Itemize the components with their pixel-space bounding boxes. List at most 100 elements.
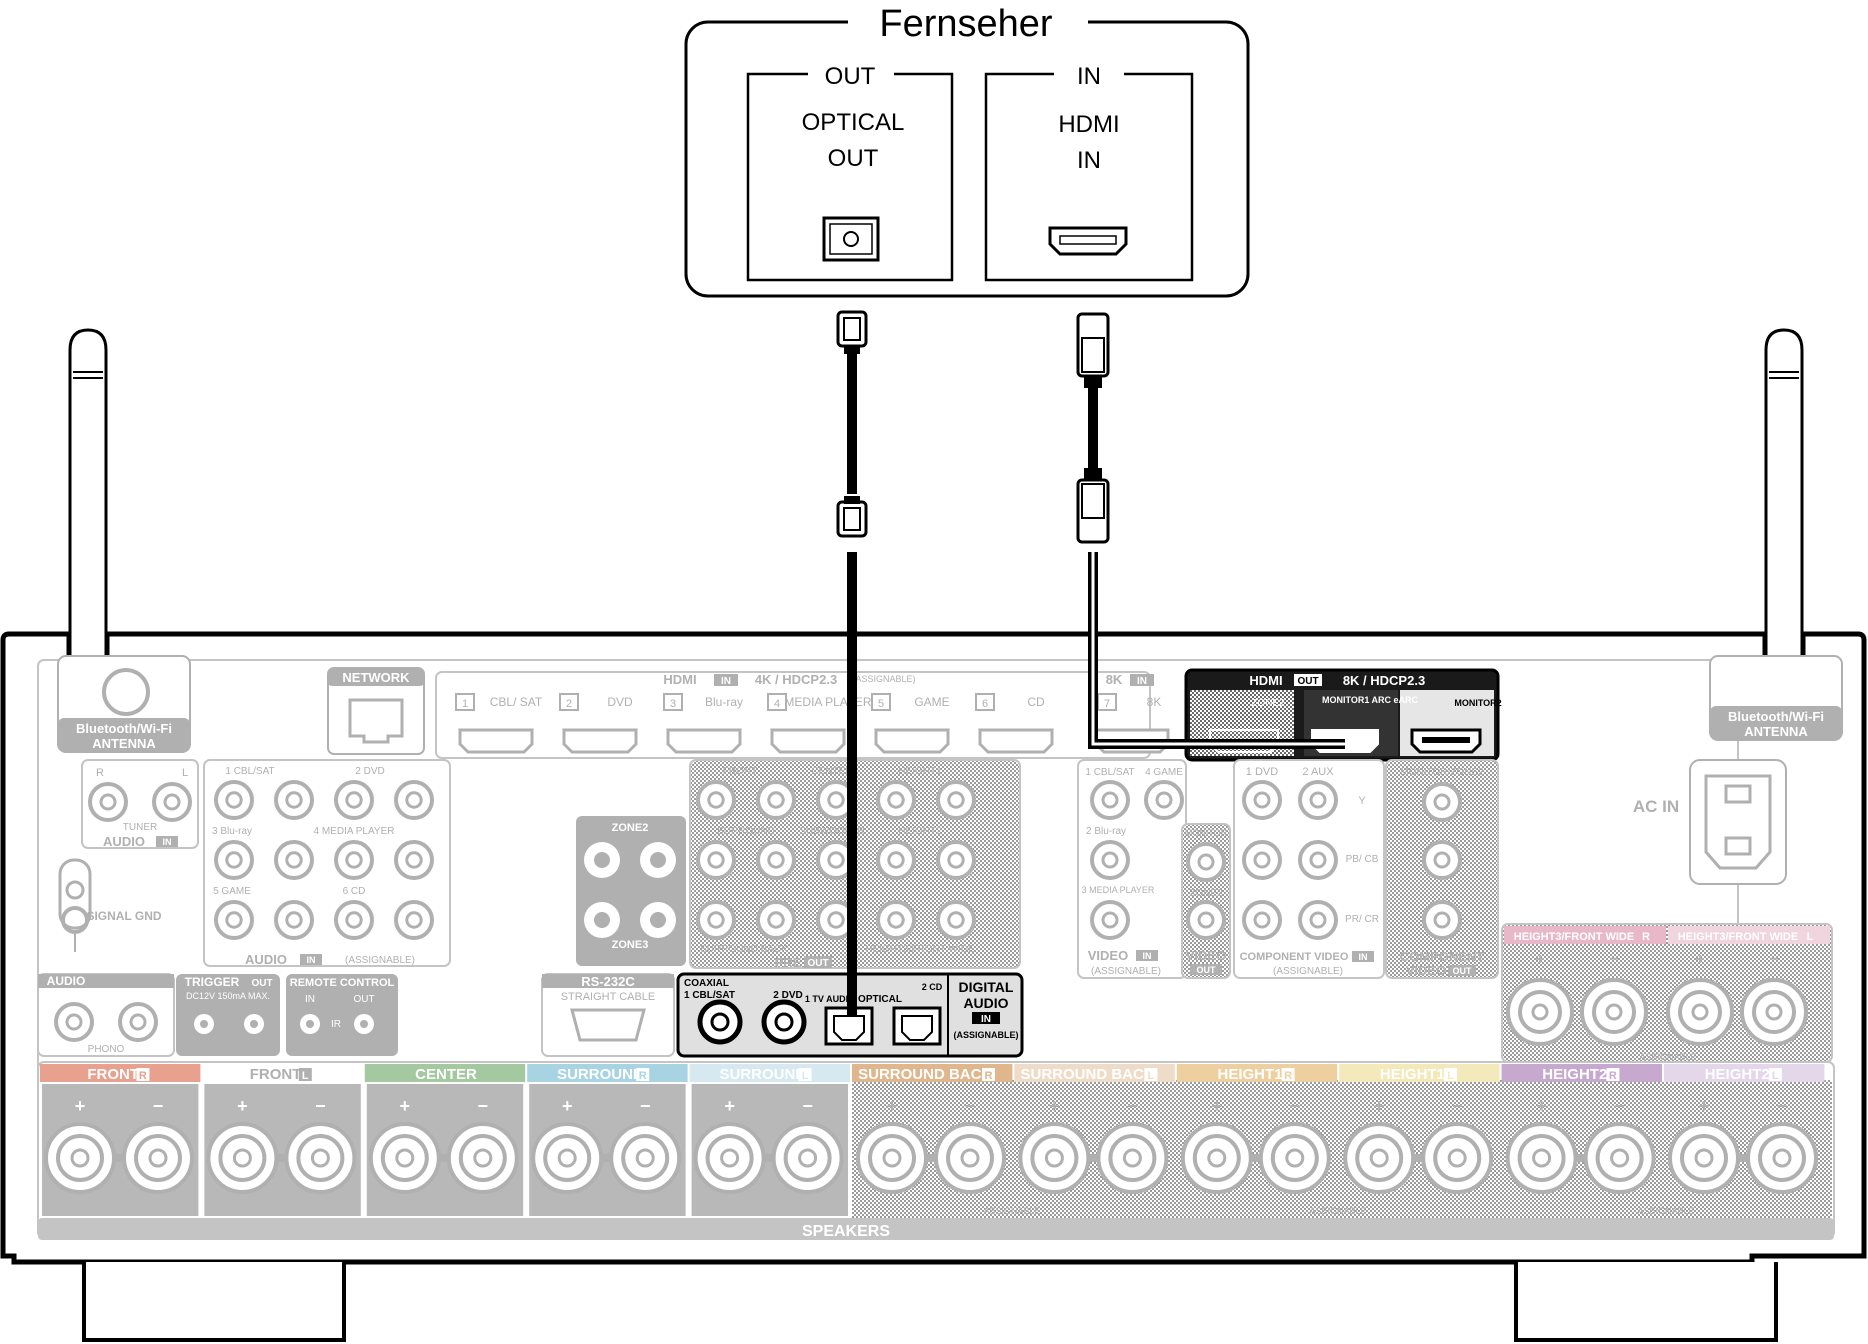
- hdmi-8k-badge: IN: [1137, 676, 1147, 687]
- component-in-assignable: (ASSIGNABLE): [1273, 966, 1343, 977]
- post-polarity: +: [1212, 1096, 1223, 1116]
- post-polarity: +: [562, 1096, 573, 1116]
- component-in-block: 1 DVD 2 AUX Y PB/ CB PR/ CR COMPONENT VI…: [1233, 759, 1385, 979]
- hdmi-8k-num: 7: [1104, 698, 1110, 710]
- speaker-channel: SURROUND L+−: [689, 1064, 850, 1216]
- video-in-4: 4 GAME: [1145, 767, 1183, 778]
- speakers-assignable-3: ASSIGNABLE: [1637, 1206, 1694, 1216]
- audio-in-jack: [274, 780, 314, 820]
- post-polarity: −: [315, 1096, 326, 1116]
- hdmi-input-num: 2: [566, 698, 572, 710]
- tv-audio-label: 1 TV AUDIO: [805, 994, 855, 1004]
- post-polarity: +: [1049, 1096, 1060, 1116]
- zone-rca-block: ZONE2 ZONE3: [576, 816, 686, 966]
- hdmi-port-icon: [1048, 226, 1128, 256]
- post-polarity: +: [1695, 951, 1704, 968]
- trigger-badge: OUT: [251, 978, 272, 989]
- component-pb: PB/ CB: [1346, 854, 1379, 865]
- post-polarity: −: [1614, 1096, 1625, 1116]
- audio-in-block: AUDIO IN (ASSIGNABLE): [203, 759, 451, 967]
- straight-cable-label: STRAIGHT CABLE: [561, 991, 656, 1003]
- pre-out-channel-label: SURROUND BACK: [700, 944, 788, 955]
- zone2-out-label: ZONE2: [1251, 698, 1285, 709]
- phono-block: AUDIO PHONO: [37, 973, 175, 1057]
- post-polarity: +: [887, 1096, 898, 1116]
- monitor2-label: MONITOR2: [1454, 698, 1501, 708]
- optical-port-icon: [822, 216, 880, 262]
- remote-in: IN: [305, 994, 315, 1005]
- optical-label: OPTICAL: [858, 994, 902, 1005]
- post-polarity: +: [75, 1096, 86, 1116]
- coax1-jack: [697, 999, 743, 1045]
- video-in-1: 1 CBL/SAT: [1085, 767, 1134, 778]
- speaker-channel-side: R: [1284, 1070, 1292, 1082]
- trigger-label: TRIGGER: [185, 975, 240, 989]
- speaker-channel-name: HEIGHT2: [1542, 1066, 1607, 1083]
- post-polarity: −: [802, 1096, 813, 1116]
- cd-label: 2 CD: [922, 982, 943, 992]
- pre-out-jack: [756, 900, 796, 940]
- monitor1-label: MONITOR1 ARC eARC: [1322, 695, 1419, 705]
- speakers-label: SPEAKERS: [802, 1223, 890, 1240]
- pre-out-jack: [936, 780, 976, 820]
- speaker-channel: SURROUND R+−: [527, 1064, 688, 1216]
- video-in-3: 3 MEDIA PLAYER: [1082, 885, 1155, 895]
- hdmi-input-name: Blu-ray: [705, 695, 743, 709]
- audio-in-input-label: 5 GAME: [213, 886, 251, 897]
- pre-out-jack: [936, 840, 976, 880]
- pre-out-channel-label: FRONT: [723, 766, 757, 777]
- tv-box: Fernseher OUT OPTICAL OUT IN HDMI IN: [684, 3, 1250, 298]
- component-in-2: 2 AUX: [1302, 766, 1334, 778]
- pre-out-jack: [816, 900, 856, 940]
- tv-hdmi-label: HDMI: [1058, 111, 1119, 138]
- speaker-channel-name: CENTER: [415, 1066, 477, 1083]
- speaker-channels: FRONT R+−FRONT L+−CENTER+−SURROUND R+−SU…: [40, 1064, 1825, 1216]
- antenna-label-right-2: ANTENNA: [1744, 724, 1808, 739]
- speaker-channel: CENTER+−: [364, 1064, 526, 1216]
- rs232c-label: RS-232C: [581, 974, 635, 989]
- video-in-badge: IN: [1143, 951, 1152, 961]
- video-out-zone2: ZONE2: [1189, 888, 1223, 899]
- svg-text:R: R: [96, 767, 104, 779]
- coax1-label: 1 CBL/SAT: [684, 990, 735, 1001]
- audio-in-jack: [214, 840, 254, 880]
- post-polarity: +: [1536, 1096, 1547, 1116]
- hdmi-8k-header: 8K: [1106, 672, 1123, 687]
- speaker-channel-name: FRONT: [87, 1066, 139, 1083]
- zone2-rca-label: ZONE2: [612, 822, 649, 834]
- height3-post: −: [1740, 951, 1808, 1046]
- hdmi-input-name: CD: [1027, 695, 1045, 709]
- speaker-channel: FRONT L+−: [202, 1064, 363, 1216]
- tv-optical-label: OPTICAL: [802, 109, 905, 136]
- trigger-block: TRIGGER OUT DC12V 150mA MAX.: [176, 974, 280, 1056]
- speakers-assignable-1: ASSIGNABLE: [983, 1206, 1040, 1216]
- height3-post: +: [1666, 951, 1734, 1046]
- audio-in-jack: [394, 780, 434, 820]
- tv-hdmi-label-2: IN: [1077, 147, 1101, 174]
- tv-out-label: OUT: [825, 63, 876, 90]
- post-polarity: −: [153, 1096, 164, 1116]
- speaker-channel-side: R: [139, 1070, 147, 1082]
- tv-optical-label-2: OUT: [828, 145, 879, 172]
- pre-out-channel-label: HEIGHT3/FRONT WIDE: [865, 944, 975, 955]
- audio-in-input-label: 4 MEDIA PLAYER: [314, 826, 395, 837]
- pre-out-channel-label: SUBWOOFER: [799, 826, 865, 837]
- phono-audio-label: AUDIO: [47, 974, 86, 988]
- audio-in-jack: [274, 900, 314, 940]
- pre-out-channel-label: HEIGHT2: [898, 826, 942, 837]
- speaker-channel-name: SURROUND: [719, 1066, 806, 1083]
- audio-in-assignable: (ASSIGNABLE): [345, 955, 415, 966]
- video-out-badge: OUT: [1197, 965, 1217, 975]
- height3-l-side: L: [1807, 931, 1814, 943]
- pre-out-channel-label: CENTER: [811, 766, 852, 777]
- hdmi-in-assignable: (ASSIGNABLE): [852, 674, 915, 684]
- speaker-channel-name: SURROUND BACK: [1021, 1066, 1155, 1083]
- height3-r-label: HEIGHT3/FRONT WIDE: [1514, 931, 1634, 943]
- network-label: NETWORK: [342, 670, 410, 685]
- video-out-label: VIDEO: [1186, 948, 1226, 963]
- hdmi-input-name: DVD: [607, 695, 633, 709]
- speaker-channel-name: HEIGHT1: [1380, 1066, 1445, 1083]
- component-pr: PR/ CR: [1345, 914, 1379, 925]
